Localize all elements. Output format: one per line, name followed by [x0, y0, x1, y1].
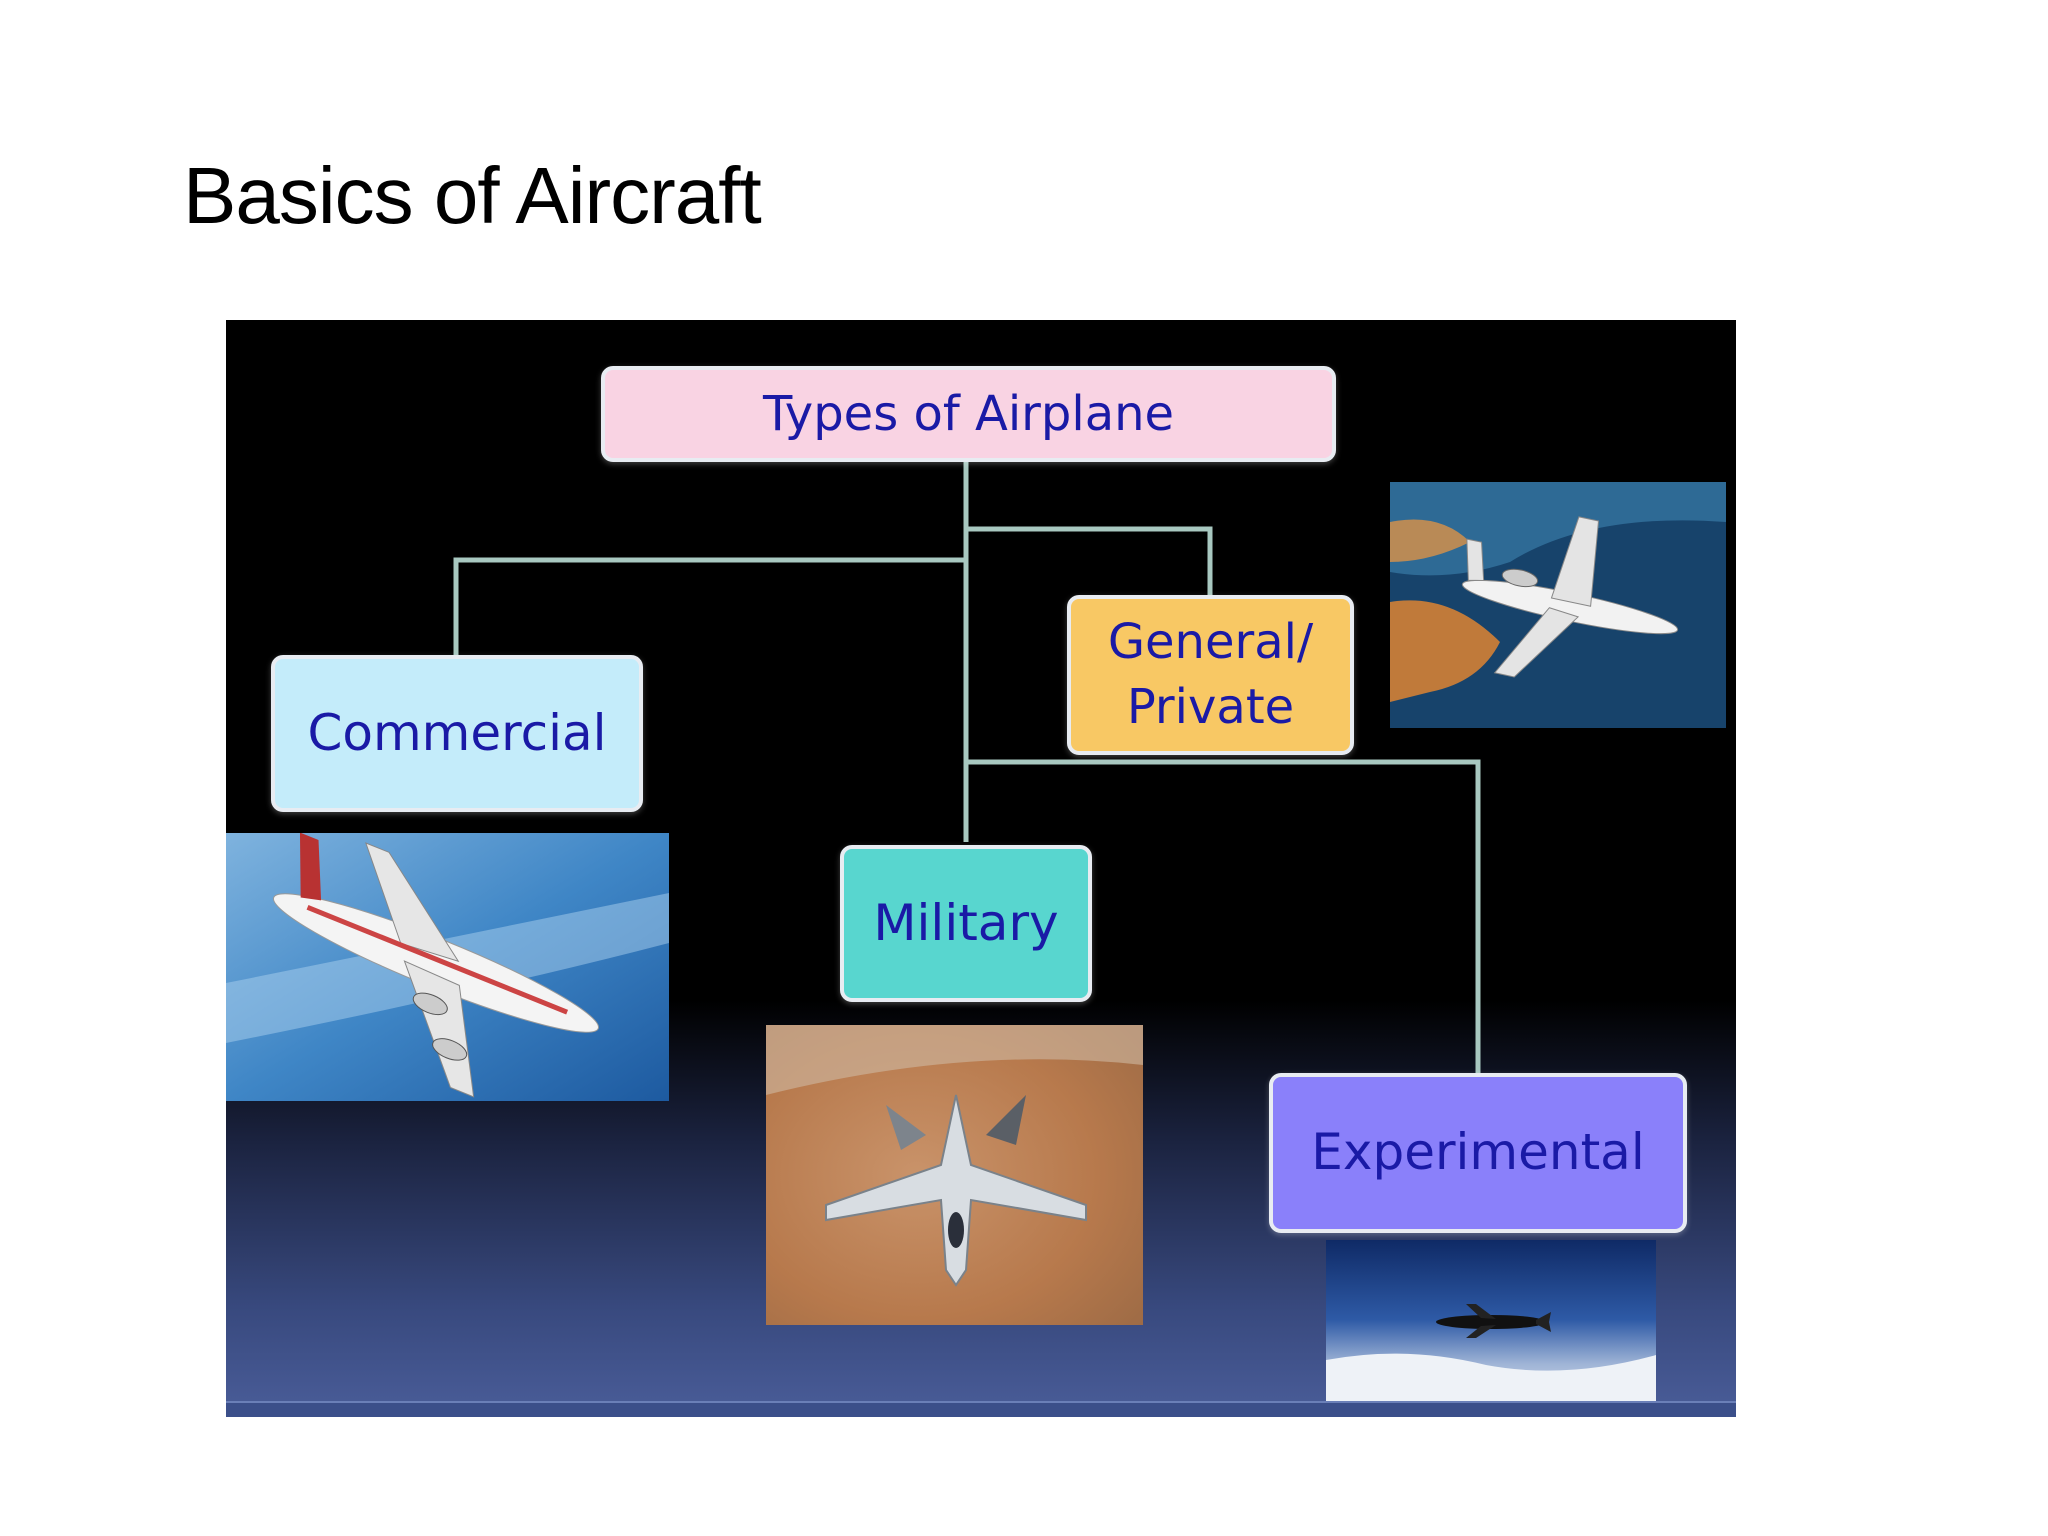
- diagram-panel: Types of Airplane Commercial Military Ge…: [226, 320, 1736, 1417]
- military-label: Military: [873, 893, 1059, 952]
- business-jet-photo: [1390, 482, 1726, 728]
- node-military: Military: [840, 845, 1092, 1002]
- airliner-icon: [226, 833, 669, 1101]
- commercial-label: Commercial: [307, 703, 607, 762]
- slide-title: Basics of Aircraft: [183, 151, 762, 240]
- connector-commercial: [453, 557, 966, 658]
- node-commercial: Commercial: [271, 655, 643, 812]
- general-private-label: General/ Private: [1107, 614, 1314, 735]
- root-label: Types of Airplane: [762, 385, 1175, 442]
- node-general-private: General/ Private: [1067, 595, 1354, 755]
- experimental-aircraft-photo: [1326, 1240, 1656, 1417]
- connector-general: [966, 526, 1213, 598]
- fighter-jet-icon: [766, 1025, 1143, 1325]
- node-experimental: Experimental: [1269, 1073, 1687, 1233]
- commercial-airliner-photo: [226, 833, 669, 1101]
- connector-experimental: [966, 759, 1481, 1076]
- experimental-plane-icon: [1326, 1240, 1656, 1417]
- panel-bottom-strip: [226, 1401, 1736, 1417]
- root-node: Types of Airplane: [601, 366, 1336, 462]
- business-jet-icon: [1390, 482, 1726, 728]
- military-fighter-photo: [766, 1025, 1143, 1325]
- connector-lines: [453, 460, 1481, 1076]
- experimental-label: Experimental: [1311, 1123, 1645, 1182]
